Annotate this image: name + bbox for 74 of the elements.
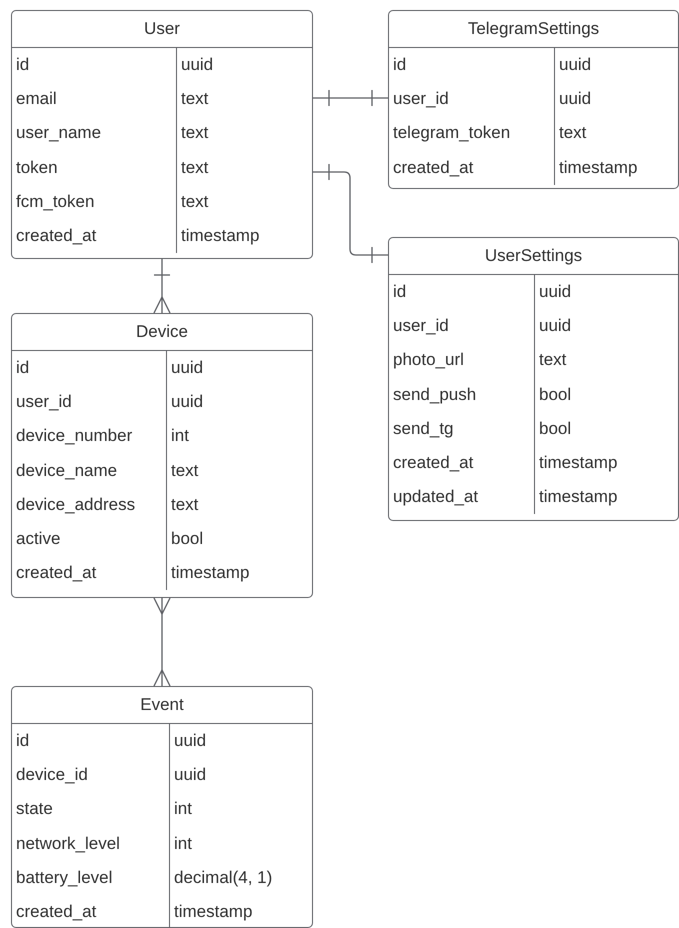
column-type: text [166, 488, 312, 522]
column-name: device_address [15, 494, 136, 516]
column-name: created_at [15, 901, 98, 924]
column-type: uuid [534, 309, 678, 344]
column-type: text [554, 116, 678, 151]
column-type: uuid [169, 758, 312, 792]
column-type: text [176, 150, 312, 185]
column-name: token [15, 156, 59, 179]
relationship-line [153, 259, 171, 314]
column-type: timestamp [166, 556, 312, 590]
column-type: int [169, 792, 312, 827]
column-name: id [392, 54, 408, 76]
column-name: id [392, 281, 408, 304]
column-type: uuid [166, 351, 312, 386]
column-name: telegram_token [392, 122, 512, 144]
column-name: device_number [15, 425, 134, 448]
column-name: id [15, 54, 30, 76]
column-name: battery_level [15, 866, 114, 889]
column-type: uuid [169, 724, 312, 758]
relationship-line [153, 597, 171, 687]
column-type: text [534, 343, 678, 378]
column-type: uuid [534, 275, 678, 310]
column-type: text [176, 184, 312, 219]
column-name: created_at [392, 452, 474, 474]
column-name: user_id [15, 391, 73, 414]
table-name: TelegramSettings [389, 11, 678, 48]
entity-table [11, 313, 313, 598]
column-type: bool [534, 378, 678, 412]
column-name: id [15, 357, 30, 380]
column-name: created_at [15, 225, 98, 248]
relationship-line [313, 163, 388, 264]
column-type: bool [166, 522, 312, 556]
column-type: decimal(4, 1) [169, 860, 312, 895]
entity-table [388, 237, 679, 521]
entity-table [11, 686, 313, 928]
column-name: created_at [15, 562, 98, 584]
column-name: created_at [392, 156, 474, 179]
column-type: uuid [166, 385, 312, 420]
column-name: id [15, 730, 30, 752]
column-name: active [15, 528, 62, 550]
column-name: send_push [392, 384, 478, 406]
column-name: user_id [392, 315, 450, 338]
column-type: timestamp [534, 446, 678, 480]
column-type: text [166, 454, 312, 488]
column-type: int [169, 826, 312, 861]
table-name: Device [12, 314, 312, 351]
column-name: state [15, 798, 54, 820]
column-type: bool [534, 412, 678, 446]
entity-table [11, 10, 313, 259]
table-name: Event [12, 687, 312, 724]
column-name: device_name [15, 460, 118, 482]
column-type: timestamp [169, 894, 312, 927]
column-name: user_name [15, 122, 102, 144]
column-type: int [166, 419, 312, 454]
column-name: send_tg [392, 418, 454, 440]
column-type: uuid [176, 48, 312, 82]
column-name: network_level [15, 832, 121, 855]
column-type: text [176, 82, 312, 116]
column-type: timestamp [554, 150, 678, 185]
column-name: fcm_token [15, 190, 96, 213]
column-name: device_id [15, 764, 89, 786]
column-name: updated_at [392, 486, 480, 508]
table-name: UserSettings [389, 238, 678, 275]
relationship-line [313, 89, 388, 107]
column-name: photo_url [392, 349, 465, 372]
column-name: email [15, 88, 58, 110]
column-type: uuid [554, 48, 678, 82]
column-type: timestamp [176, 218, 312, 254]
entity-table [388, 10, 679, 189]
column-type: timestamp [534, 480, 678, 514]
column-type: uuid [554, 82, 678, 116]
column-name: user_id [392, 88, 450, 110]
table-name: User [12, 11, 312, 48]
column-type: text [176, 116, 312, 151]
